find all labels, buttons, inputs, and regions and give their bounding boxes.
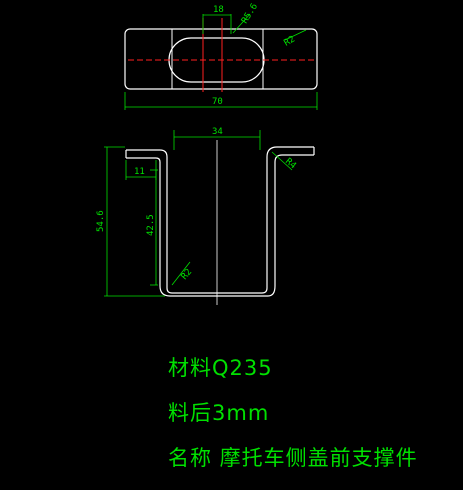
- leader-slot-radius: [232, 13, 251, 34]
- dim-corner-radius: R2: [283, 35, 297, 49]
- dim-bottom-radius: R2: [180, 267, 195, 282]
- note-material: 材料Q235: [168, 356, 273, 380]
- leader-bend-radius: [271, 151, 293, 171]
- dim-outer-height: 54.6: [96, 210, 106, 232]
- dim-slot-radius: R5.6: [240, 2, 260, 26]
- front-view: 34 11 54.6 42.5 R2 R4: [96, 127, 315, 305]
- profile-inner: [126, 154, 314, 297]
- note-part-name: 名称 摩托车侧盖前支撑件: [168, 446, 418, 470]
- dim-total-length: 70: [212, 97, 223, 107]
- note-thickness: 料后3mm: [168, 401, 270, 425]
- dim-inner-width: 34: [212, 127, 223, 137]
- leader-bottom-radius: [171, 261, 191, 286]
- dim-inner-height: 42.5: [146, 214, 156, 236]
- plate-outline: [124, 28, 318, 90]
- dim-slot-width: 18: [213, 5, 224, 15]
- dim-flange: 11: [134, 167, 145, 177]
- leader-corner-radius: [284, 29, 307, 41]
- top-view: 18 R5.6 R2 70: [124, 2, 318, 110]
- dim-bend-radius: R4: [283, 157, 298, 172]
